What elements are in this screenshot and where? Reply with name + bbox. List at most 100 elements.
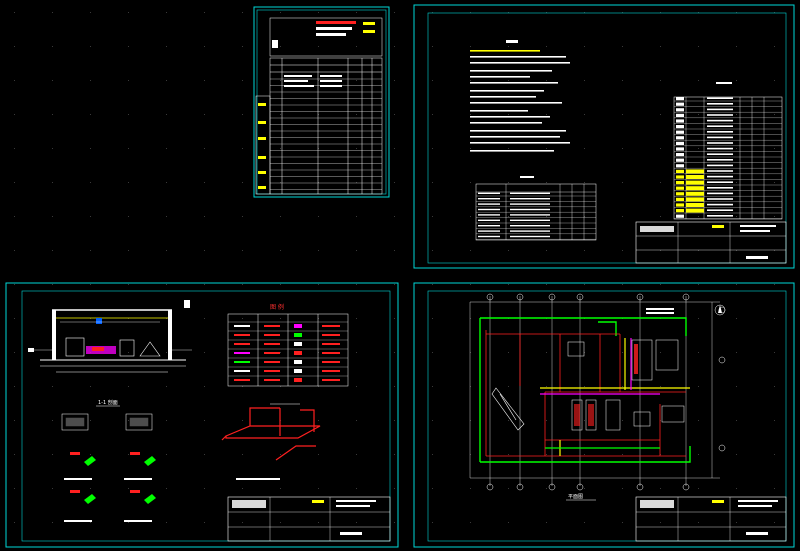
grid-dot (52, 114, 53, 115)
notes-sheet[interactable] (413, 4, 795, 269)
legend-symbol (234, 379, 250, 381)
materials-cell (510, 203, 550, 205)
grid-dot (508, 420, 509, 421)
equipment-cell (676, 141, 684, 145)
grid-dot (546, 80, 547, 81)
equipment-cell (707, 142, 733, 144)
notes-line (470, 130, 566, 132)
grid-dot (166, 12, 167, 13)
grid-dot (128, 454, 129, 455)
equipment-cell (707, 136, 733, 139)
grid-dot (698, 12, 699, 13)
grid-dot (698, 284, 699, 285)
grid-dot (52, 216, 53, 217)
grid-dot (14, 12, 15, 13)
grid-dot (584, 386, 585, 387)
materials-cell (510, 214, 550, 216)
materials-cell (478, 219, 500, 221)
grid-dot (14, 488, 15, 489)
grid-dot (584, 488, 585, 489)
index-sheet[interactable] (253, 6, 390, 198)
plan-sheet[interactable]: 平面图 (413, 282, 795, 548)
grid-dot (356, 420, 357, 421)
grid-dot (318, 250, 319, 251)
grid-dot (318, 318, 319, 319)
materials-cell (478, 235, 500, 238)
legend-text (322, 361, 340, 363)
pit-detail-left (61, 413, 89, 431)
legend-text (322, 370, 340, 372)
grid-dot (394, 216, 395, 217)
grid-dot (432, 522, 433, 523)
grid-dot (356, 80, 357, 81)
grid-dot (166, 114, 167, 115)
grid-dot (90, 148, 91, 149)
notes-line (470, 50, 540, 52)
grid-dot (774, 454, 775, 455)
section-sheet[interactable]: 1-1 剖面 图 例 (5, 282, 399, 548)
equipment-cell (707, 175, 733, 178)
grid-dot (546, 182, 547, 183)
grid-dot (698, 46, 699, 47)
grid-dot (660, 46, 661, 47)
grid-dot (508, 522, 509, 523)
grid-dot (128, 80, 129, 81)
notes-line (470, 76, 530, 78)
grid-dot (318, 216, 319, 217)
grid-dot (318, 386, 319, 387)
grid-dot (90, 12, 91, 13)
notes-line (470, 136, 560, 138)
legend-symbol (234, 334, 250, 336)
grid-dot (394, 114, 395, 115)
section-sheet-border (5, 282, 399, 548)
grid-dot (508, 148, 509, 149)
grid-dot (166, 46, 167, 47)
grid-dot (698, 250, 699, 251)
materials-cell (478, 192, 500, 194)
equipment-cell (707, 97, 733, 99)
walls (479, 317, 691, 463)
grid-dot (356, 250, 357, 251)
grid-dot (698, 80, 699, 81)
legend-symbol (294, 369, 302, 373)
grid-dot (660, 488, 661, 489)
grid-dot (432, 46, 433, 47)
grid-dot (470, 250, 471, 251)
grid-dot (584, 148, 585, 149)
equipment-cell (676, 136, 684, 140)
legend-symbol (294, 324, 302, 328)
grid-dot (432, 250, 433, 251)
equipment-cell (676, 181, 684, 185)
grid-dot (204, 12, 205, 13)
inner-partitions (485, 330, 686, 457)
grid-dot (470, 12, 471, 13)
grid-dot (280, 12, 281, 13)
grid-dot (166, 454, 167, 455)
grid-dot (318, 454, 319, 455)
grid-dot (774, 352, 775, 353)
grid-dot (394, 386, 395, 387)
materials-cell (510, 219, 550, 221)
grid-dot (584, 12, 585, 13)
grid-dot (736, 182, 737, 183)
grid-dot (318, 46, 319, 47)
pit-detail-right (125, 413, 153, 431)
grid-dot (432, 182, 433, 183)
grid-dot (698, 488, 699, 489)
section-sheet-inner-border (21, 290, 391, 542)
grid-dot (14, 114, 15, 115)
grid-dot (128, 114, 129, 115)
grid-dot (432, 420, 433, 421)
grid-dot (204, 454, 205, 455)
grid-dot (242, 250, 243, 251)
grid-dot (736, 318, 737, 319)
grid-dot (546, 454, 547, 455)
grid-dot (470, 216, 471, 217)
grid-dot (90, 80, 91, 81)
grid-dot (698, 318, 699, 319)
grid-dot (14, 386, 15, 387)
grid-dot (546, 46, 547, 47)
grid-dot (660, 284, 661, 285)
legend-text (264, 325, 280, 327)
